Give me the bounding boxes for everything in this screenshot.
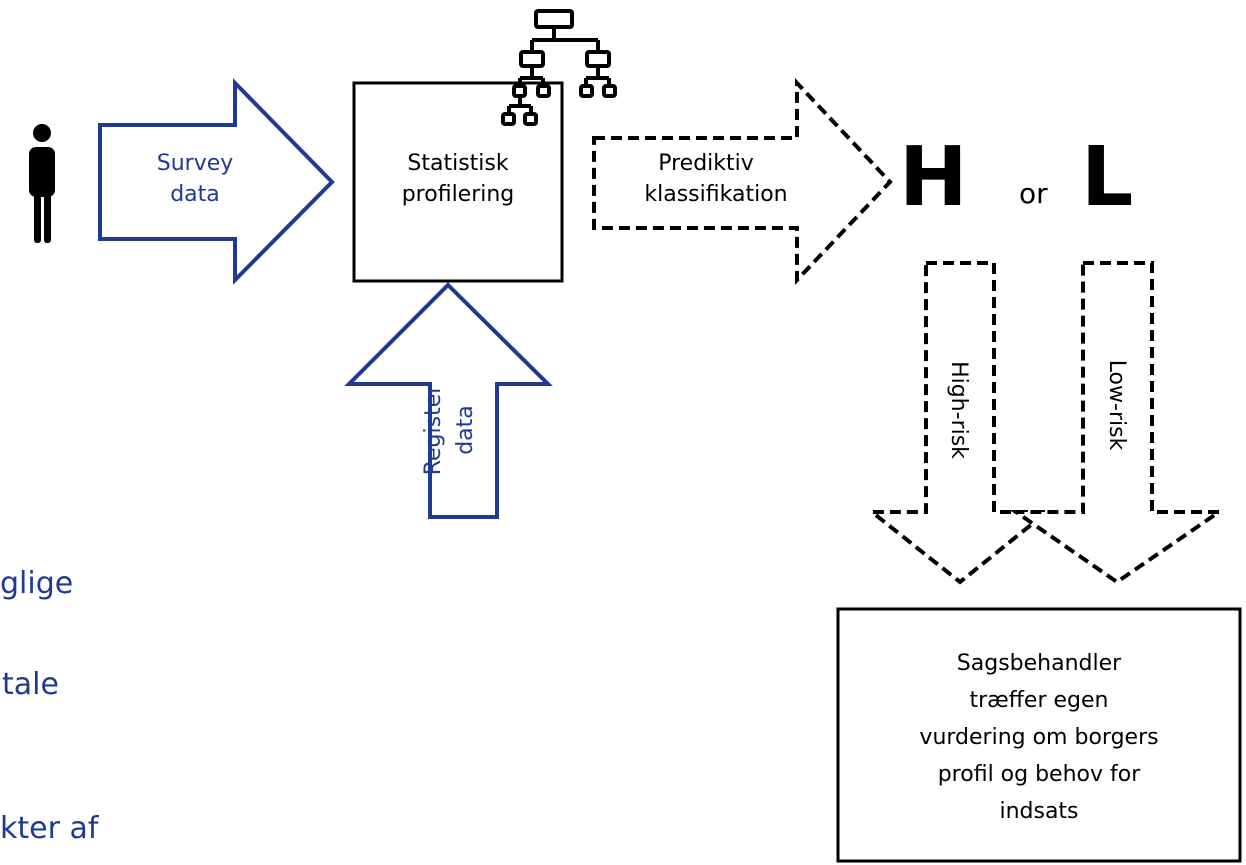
- caseworker-line-2: træffer egen: [970, 688, 1109, 713]
- outcome-label: H or L: [899, 130, 1133, 225]
- left-fragment-1: glige: [0, 566, 73, 601]
- left-fragment-3: kter af: [0, 811, 100, 846]
- predictive-classification-arrow: Prediktiv klassifikation: [592, 77, 893, 286]
- register-data-label-1: Register: [421, 384, 446, 476]
- org-chart-icon: [501, 9, 617, 126]
- caseworker-line-5: indsats: [999, 799, 1078, 824]
- profiling-label-2: profilering: [402, 182, 515, 207]
- high-risk-label: High-risk: [946, 361, 971, 459]
- register-data-arrow: Register data: [344, 282, 553, 519]
- left-text-fragments: glige tale kter af: [0, 566, 100, 846]
- caseworker-line-1: Sagsbehandler: [957, 651, 1122, 676]
- outcome-low: L: [1081, 130, 1133, 225]
- survey-data-arrow: Survey data: [98, 78, 335, 285]
- predictive-label-2: klassifikation: [644, 182, 787, 207]
- predictive-label-1: Prediktiv: [658, 151, 754, 176]
- high-risk-arrow: High-risk: [866, 261, 1053, 585]
- low-risk-label: Low-risk: [1104, 360, 1129, 451]
- profiling-label-1: Statistisk: [407, 151, 508, 176]
- caseworker-line-4: profil og behov for: [938, 762, 1141, 787]
- caseworker-line-3: vurdering om borgers: [919, 725, 1158, 750]
- caseworker-box: Sagsbehandler træffer egen vurdering om …: [836, 607, 1242, 863]
- person-icon: [29, 124, 55, 243]
- survey-data-label-2: data: [170, 182, 220, 207]
- survey-data-label-1: Survey: [157, 151, 234, 176]
- profiling-box: Statistisk profilering: [352, 81, 564, 283]
- low-risk-arrow: Low-risk: [1009, 261, 1226, 585]
- outcome-connector: or: [1019, 177, 1048, 210]
- register-data-label-2: data: [453, 405, 478, 455]
- outcome-high: H: [899, 130, 968, 225]
- left-fragment-2: tale: [2, 667, 59, 702]
